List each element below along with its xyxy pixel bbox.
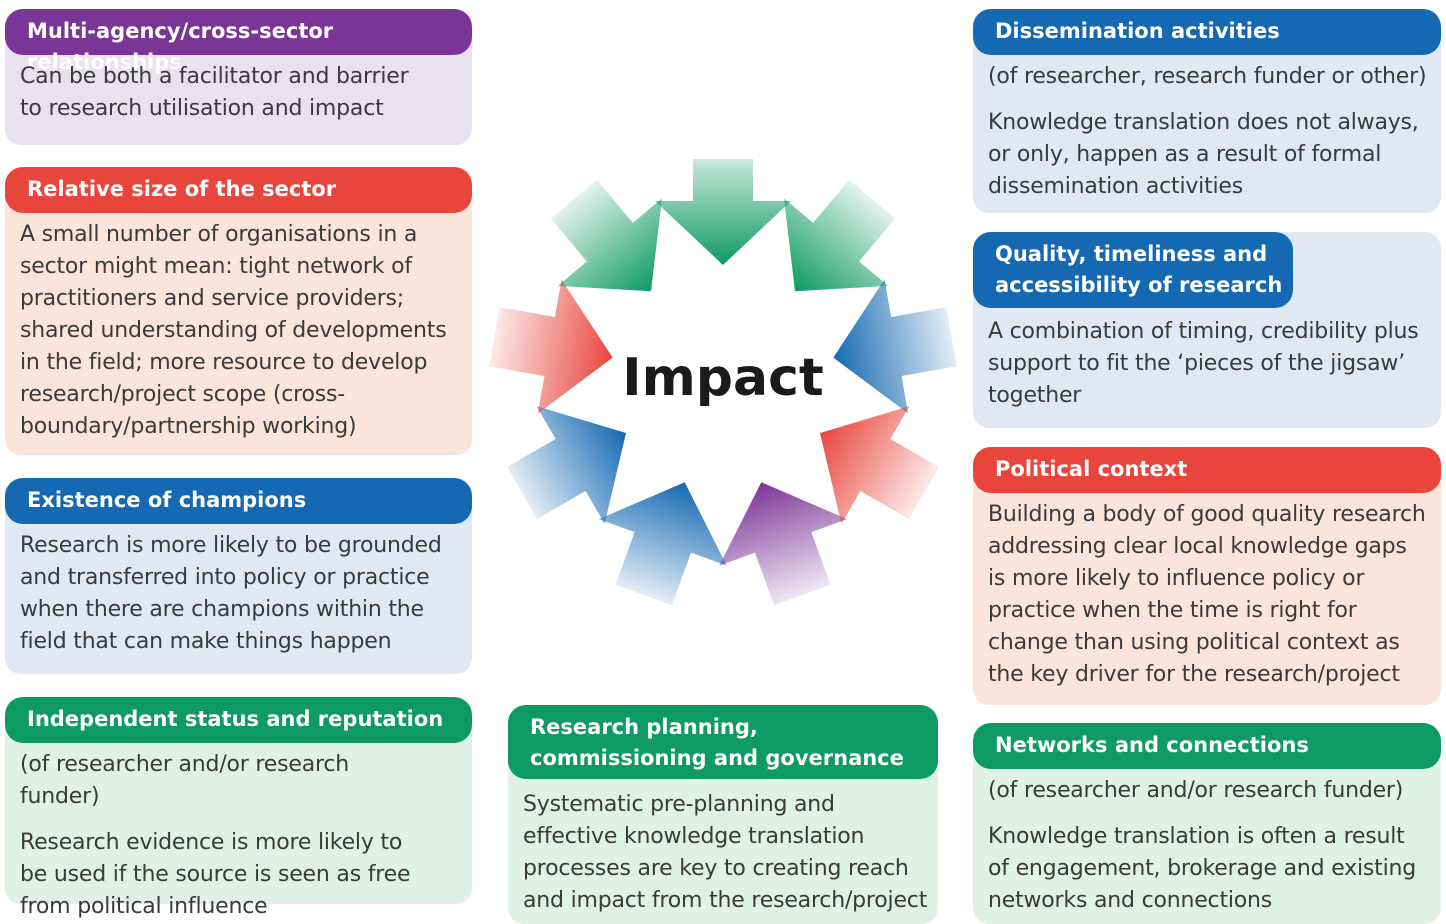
arrow-red-right — [489, 279, 613, 414]
card-independent-body: (of researcher and/or research funder) R… — [20, 749, 430, 923]
card-relative-size-body: A small number of organisations in a sec… — [20, 219, 460, 443]
card-networks-text-1: (of researcher and/or research funder) — [988, 778, 1404, 803]
card-relative-size-text-1: A small number of organisations in a sec… — [20, 222, 447, 439]
card-champions-body: Research is more likely to be grounded a… — [20, 530, 460, 658]
card-networks: Networks and connections (of researcher … — [973, 723, 1441, 924]
card-relative-size: Relative size of the sector A small numb… — [5, 167, 472, 455]
arrow-blue-right — [507, 406, 626, 524]
card-planning-body: Systematic pre-planning and effective kn… — [523, 789, 933, 917]
card-political-body: Building a body of good quality research… — [988, 499, 1428, 691]
card-champions: Existence of champions Research is more … — [5, 478, 472, 674]
card-independent-text-1: (of researcher and/or research funder) — [20, 752, 350, 809]
card-quality-text-1: A combination of timing, credibility plu… — [988, 319, 1419, 408]
arrow-blue-top — [598, 482, 727, 606]
impact-diagram: Impact — [489, 159, 957, 606]
card-relative-size-title: Relative size of the sector — [5, 167, 472, 213]
arrows-ring — [489, 159, 957, 606]
card-networks-title: Networks and connections — [973, 723, 1441, 769]
card-dissemination-body: (of researcher, research funder or other… — [988, 61, 1428, 203]
card-quality: Quality, timeliness and accessibility of… — [973, 232, 1441, 428]
card-dissemination-text-2: Knowledge translation does not always, o… — [988, 110, 1419, 199]
card-political-text-1: Building a body of good quality research… — [988, 502, 1426, 687]
card-champions-text-1: Research is more likely to be grounded a… — [20, 533, 442, 654]
arrow-green-bottom — [655, 159, 791, 265]
card-dissemination-title: Dissemination activities — [973, 9, 1441, 55]
arrow-blue-left — [833, 279, 957, 414]
card-independent-title: Independent status and reputation — [5, 697, 472, 743]
card-networks-body: (of researcher and/or research funder) K… — [988, 775, 1428, 917]
card-political-title: Political context — [973, 447, 1441, 493]
card-champions-title: Existence of champions — [5, 478, 472, 524]
card-multi-agency-text-1: Can be both a facilitator and barrier to… — [20, 64, 409, 121]
card-multi-agency-body: Can be both a facilitator and barrier to… — [20, 61, 420, 125]
card-networks-text-2: Knowledge translation is often a result … — [988, 824, 1417, 913]
arrow-green-left — [784, 179, 896, 292]
card-quality-title: Quality, timeliness and accessibility of… — [973, 232, 1293, 308]
impact-label: Impact — [622, 348, 824, 408]
card-independent-text-2: Research evidence is more likely to be u… — [20, 830, 411, 919]
card-multi-agency: Multi-agency/cross-sector relationships … — [5, 9, 472, 145]
card-planning: Research planning, commissioning and gov… — [508, 705, 938, 924]
card-planning-text-1: Systematic pre-planning and effective kn… — [523, 792, 928, 913]
card-dissemination-text-1: (of researcher, research funder or other… — [988, 64, 1427, 89]
card-planning-title: Research planning, commissioning and gov… — [508, 705, 938, 779]
arrow-green-right — [550, 179, 662, 292]
arrow-red-left — [820, 406, 939, 524]
card-dissemination: Dissemination activities (of researcher,… — [973, 9, 1441, 213]
card-quality-body: A combination of timing, credibility plu… — [988, 316, 1428, 412]
arrow-purple — [719, 482, 848, 606]
card-multi-agency-title: Multi-agency/cross-sector relationships — [5, 9, 472, 74]
card-political: Political context Building a body of goo… — [973, 447, 1441, 705]
card-independent: Independent status and reputation (of re… — [5, 697, 472, 919]
